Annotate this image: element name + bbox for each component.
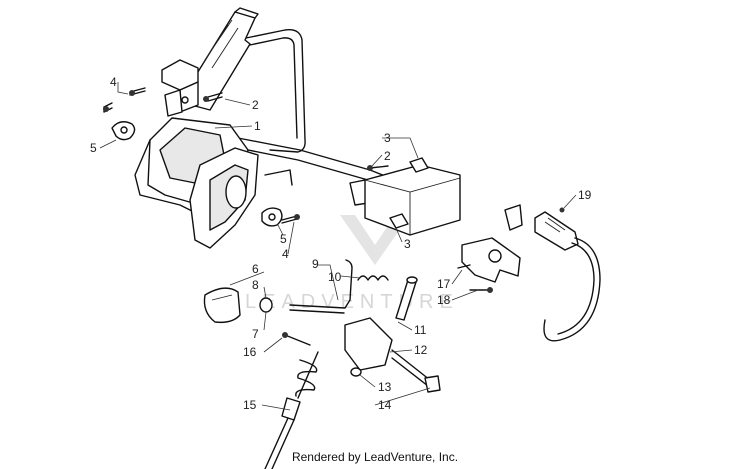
callout-4-upper: 4 — [110, 75, 117, 89]
callout-5-upper: 5 — [90, 141, 97, 155]
callout-16: 16 — [243, 345, 257, 359]
footer-credit: Rendered by LeadVenture, Inc. — [291, 450, 459, 464]
main-bracket-assembly — [134, 7, 389, 249]
clip-5-upper — [111, 121, 136, 141]
callout-15: 15 — [243, 398, 257, 412]
screw-4-upper — [103, 87, 146, 113]
shift-mechanism — [344, 317, 441, 393]
mount-block — [364, 157, 461, 236]
callout-9: 9 — [312, 257, 319, 271]
callout-13: 13 — [378, 380, 392, 394]
callout-4-lower: 4 — [282, 247, 289, 261]
callout-14: 14 — [378, 398, 392, 412]
callout-7: 7 — [252, 327, 259, 341]
callout-8: 8 — [252, 278, 259, 292]
callout-2-upper: 2 — [252, 98, 259, 112]
spring-10 — [357, 275, 389, 281]
callout-11: 11 — [414, 323, 427, 337]
clip-5-lower — [261, 207, 283, 227]
callout-18: 18 — [437, 293, 451, 307]
watermark-text: LEADVENTURE — [245, 291, 459, 313]
cable-spring-15 — [264, 351, 319, 469]
shift-rod — [289, 259, 353, 314]
callout-19: 19 — [578, 188, 592, 202]
callout-12: 12 — [414, 343, 428, 357]
callout-1: 1 — [254, 119, 261, 133]
screw-2-upper — [203, 92, 223, 102]
callouts: 4 5 2 1 3 2 3 5 4 6 8 7 9 10 11 12 13 14… — [90, 75, 592, 412]
callout-17: 17 — [437, 277, 451, 291]
callout-10: 10 — [328, 270, 342, 284]
pin-11 — [395, 276, 418, 321]
screw-16 — [282, 332, 311, 346]
callout-6: 6 — [252, 262, 259, 276]
leader-lines — [99, 82, 577, 411]
callout-3-upper: 3 — [384, 131, 391, 145]
shift-knob — [203, 287, 241, 324]
screw-4-lower — [281, 214, 300, 224]
callout-5-lower: 5 — [280, 232, 287, 246]
callout-3-lower: 3 — [404, 237, 411, 251]
cable-bracket — [457, 204, 601, 342]
callout-2-right: 2 — [384, 149, 391, 163]
spacer-8 — [259, 297, 273, 313]
